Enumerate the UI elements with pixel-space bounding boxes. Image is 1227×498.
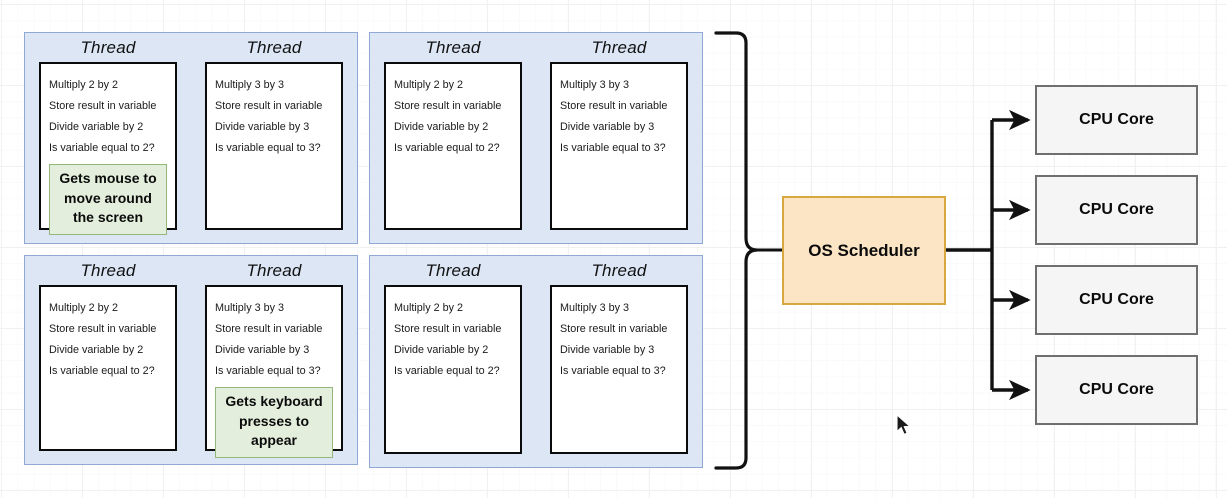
thread-title: Thread: [80, 38, 136, 57]
thread-step: Divide variable by 3: [560, 344, 655, 356]
thread-step: Multiply 2 by 2: [49, 302, 119, 314]
thread-step: Multiply 3 by 3: [215, 79, 285, 91]
os-scheduler-label: OS Scheduler: [808, 240, 920, 260]
thread-step: Multiply 2 by 2: [49, 79, 119, 91]
thread-group-bottom-right[interactable]: Thread Multiply 2 by 2 Store result in v…: [369, 255, 703, 468]
thread-step: Is variable equal to 2?: [394, 365, 500, 377]
thread-step: Multiply 3 by 3: [560, 79, 630, 91]
thread-step: Is variable equal to 2?: [394, 142, 500, 154]
thread-step: Store result in variable: [394, 100, 502, 112]
thread-title: Thread: [591, 38, 647, 57]
thread-step: Multiply 2 by 2: [394, 79, 464, 91]
thread-step: Divide variable by 2: [49, 344, 144, 356]
thread-column[interactable]: Thread Multiply 3 by 3 Store result in v…: [536, 33, 702, 243]
thread-step: Store result in variable: [215, 100, 323, 112]
thread-step: Divide variable by 3: [215, 344, 310, 356]
thread-group-top-right[interactable]: Thread Multiply 2 by 2 Store result in v…: [369, 32, 703, 244]
thread-title: Thread: [80, 261, 136, 280]
thread-step: Divide variable by 3: [215, 121, 310, 133]
thread-step: Is variable equal to 3?: [215, 365, 321, 377]
thread-column[interactable]: Thread Multiply 2 by 2 Store result in v…: [25, 33, 191, 243]
thread-box[interactable]: Multiply 3 by 3 Store result in variable…: [550, 285, 688, 454]
thread-step: Divide variable by 3: [560, 121, 655, 133]
thread-column[interactable]: Thread Multiply 3 by 3 Store result in v…: [191, 33, 357, 243]
thread-step: Is variable equal to 3?: [560, 142, 666, 154]
thread-title: Thread: [246, 38, 302, 57]
thread-box[interactable]: Multiply 3 by 3 Store result in variable…: [205, 285, 343, 458]
thread-box[interactable]: Multiply 3 by 3 Store result in variable…: [205, 62, 343, 230]
cpu-core-box-2[interactable]: CPU Core: [1035, 175, 1198, 245]
thread-step: Divide variable by 2: [394, 121, 489, 133]
thread-step: Store result in variable: [394, 323, 502, 335]
thread-step: Multiply 3 by 3: [560, 302, 630, 314]
thread-step: Store result in variable: [49, 100, 157, 112]
thread-step: Divide variable by 2: [394, 344, 489, 356]
thread-step: Is variable equal to 3?: [560, 365, 666, 377]
thread-column[interactable]: Thread Multiply 3 by 3 Store result in v…: [191, 256, 357, 464]
thread-column[interactable]: Thread Multiply 2 by 2 Store result in v…: [370, 256, 536, 467]
thread-callout: Gets keyboard presses to appear: [215, 387, 333, 458]
cpu-core-label: CPU Core: [1079, 381, 1154, 398]
thread-box[interactable]: Multiply 2 by 2 Store result in variable…: [39, 285, 177, 451]
thread-box[interactable]: Multiply 2 by 2 Store result in variable…: [384, 62, 522, 230]
thread-step: Store result in variable: [49, 323, 157, 335]
cpu-core-box-3[interactable]: CPU Core: [1035, 265, 1198, 335]
thread-column[interactable]: Thread Multiply 2 by 2 Store result in v…: [25, 256, 191, 464]
cpu-core-label: CPU Core: [1079, 291, 1154, 308]
mouse-cursor: [896, 414, 912, 436]
thread-step: Multiply 3 by 3: [215, 302, 285, 314]
cpu-core-box-1[interactable]: CPU Core: [1035, 85, 1198, 155]
thread-title: Thread: [425, 38, 481, 57]
thread-step: Store result in variable: [215, 323, 323, 335]
thread-box[interactable]: Multiply 3 by 3 Store result in variable…: [550, 62, 688, 230]
thread-step: Store result in variable: [560, 100, 668, 112]
thread-box[interactable]: Multiply 2 by 2 Store result in variable…: [39, 62, 177, 235]
thread-step: Multiply 2 by 2: [394, 302, 464, 314]
cpu-core-label: CPU Core: [1079, 111, 1154, 128]
thread-step: Store result in variable: [560, 323, 668, 335]
thread-step: Is variable equal to 2?: [49, 142, 155, 154]
thread-group-bottom-left[interactable]: Thread Multiply 2 by 2 Store result in v…: [24, 255, 358, 465]
thread-title: Thread: [591, 261, 647, 280]
thread-title: Thread: [246, 261, 302, 280]
thread-step: Is variable equal to 2?: [49, 365, 155, 377]
thread-callout: Gets mouse to move around the screen: [49, 164, 167, 235]
thread-box[interactable]: Multiply 2 by 2 Store result in variable…: [384, 285, 522, 454]
thread-group-top-left[interactable]: Thread Multiply 2 by 2 Store result in v…: [24, 32, 358, 244]
thread-step: Divide variable by 2: [49, 121, 144, 133]
thread-step: Is variable equal to 3?: [215, 142, 321, 154]
cpu-core-box-4[interactable]: CPU Core: [1035, 355, 1198, 425]
thread-column[interactable]: Thread Multiply 2 by 2 Store result in v…: [370, 33, 536, 243]
brace-connector: [714, 31, 758, 470]
thread-column[interactable]: Thread Multiply 3 by 3 Store result in v…: [536, 256, 702, 467]
cpu-core-label: CPU Core: [1079, 201, 1154, 218]
os-scheduler-box[interactable]: OS Scheduler: [782, 196, 946, 305]
thread-title: Thread: [425, 261, 481, 280]
